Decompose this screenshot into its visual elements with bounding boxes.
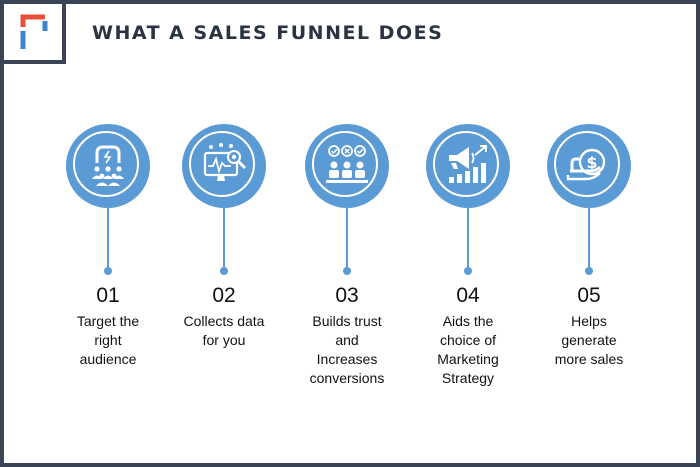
step-03: 03 Builds trust and Increases conversion… [287,124,407,424]
step-label: Helps generate more sales [554,313,624,367]
step-circle [66,124,150,208]
step-circle [305,124,389,208]
step-number: 05 [577,284,601,307]
step-label: Aids the choice of Marketing Strategy [437,313,499,386]
step-01: 01 Target the right audience [48,124,168,424]
megaphone-chart-icon [449,145,487,183]
step-label: Collects data for you [183,313,265,348]
step-04: 04 Aids the choice of Marketing Strategy [408,124,528,424]
step-circle [182,124,266,208]
step-number: 02 [212,284,236,307]
step-label: Builds trust and Increases conversions [309,313,385,386]
step-label: Target the right audience [76,313,140,367]
svg-text:$: $ [586,153,597,172]
dollar-sales-icon: $ [566,148,606,181]
brand-logo-icon [20,14,48,49]
step-circle: $ [547,124,631,208]
step-02: 02 Collects data for you [164,124,284,424]
magnet-audience-icon [92,145,124,186]
logo [0,0,66,64]
page-title: What a Sales Funnel Does [92,22,444,44]
step-number: 01 [96,284,120,307]
step-number: 04 [456,284,480,307]
step-number: 03 [335,284,359,307]
data-monitor-icon [203,143,247,181]
step-05: $ 05 Helps generate more sales [529,124,649,424]
step-circle [426,124,510,208]
trust-people-icon [326,145,368,183]
